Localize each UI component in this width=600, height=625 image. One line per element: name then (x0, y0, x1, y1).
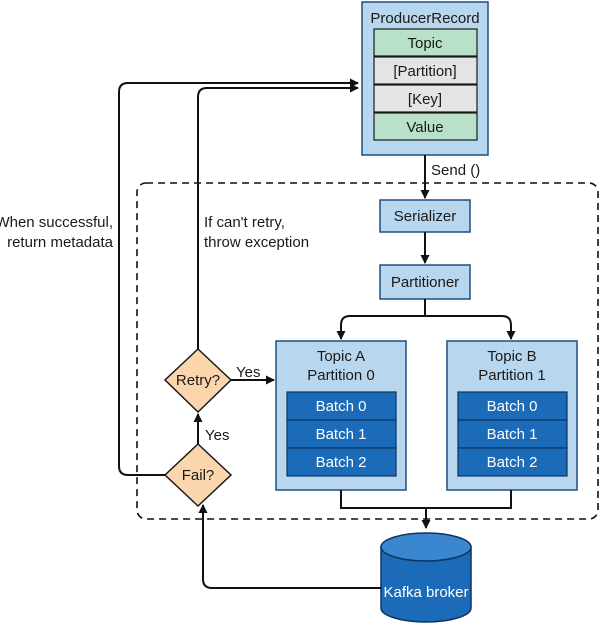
error-note-line1: If can't retry, (204, 214, 285, 231)
send-label: Send () (431, 162, 480, 179)
retry-diamond (163, 347, 233, 414)
field-partition: [Partition] (393, 63, 456, 80)
topic-b-batch-1-box (457, 419, 568, 449)
topic-a-title: Topic A (317, 348, 365, 365)
success-note-line1: When successful, (0, 214, 113, 231)
producer-record-title: ProducerRecord (370, 10, 479, 27)
kafka-broker-label: Kafka broker (383, 584, 468, 601)
topics-merge-line (340, 490, 512, 509)
broker-to-fail-arrow (198, 504, 381, 589)
field-topic: Topic (407, 35, 443, 52)
topic-a-batch-0: Batch 0 (316, 398, 367, 415)
topic-a-partition-0: Topic A Partition 0 Batch 0 Batch 1 Batc… (275, 340, 407, 491)
field-partition-box (373, 56, 478, 85)
success-note-line2: return metadata (7, 234, 114, 251)
partitioner-label: Partitioner (391, 274, 459, 291)
exception-arrow (197, 83, 359, 349)
serializer-box (379, 199, 471, 233)
metadata-arrow (118, 78, 359, 476)
serializer-label: Serializer (394, 208, 457, 225)
topic-a-batch-2: Batch 2 (316, 454, 367, 471)
fail-yes-label: Yes (205, 427, 229, 444)
partitioner-to-topic-a-arrow (336, 299, 426, 340)
fail-label: Fail? (182, 467, 215, 484)
topic-a-batch-2-box (286, 447, 397, 477)
topic-a-batch-1: Batch 1 (316, 426, 367, 443)
field-key-box (373, 84, 478, 113)
error-note-line2: throw exception (204, 234, 309, 251)
retry-yes-label: Yes (236, 364, 260, 381)
fail-diamond (163, 442, 233, 508)
field-value-box (373, 112, 478, 141)
topic-b-partition: Partition 1 (478, 367, 546, 384)
field-value: Value (406, 119, 443, 136)
field-topic-box (373, 28, 478, 57)
producer-boundary (136, 182, 599, 520)
topic-b-batch-1: Batch 1 (487, 426, 538, 443)
producer-record: ProducerRecord Topic [Partition] [Key] V… (361, 1, 489, 156)
topic-b-batch-0: Batch 0 (487, 398, 538, 415)
retry-label: Retry? (176, 372, 220, 389)
topic-b-title: Topic B (487, 348, 536, 365)
partitioner-to-topic-b-arrow (425, 315, 516, 340)
topic-b-batch-2: Batch 2 (487, 454, 538, 471)
kafka-broker-cylinder: Kafka broker (380, 532, 472, 623)
field-key: [Key] (408, 91, 442, 108)
topic-b-batch-2-box (457, 447, 568, 477)
topic-a-batch-0-box (286, 391, 397, 421)
topic-a-partition: Partition 0 (307, 367, 375, 384)
topic-b-partition-1: Topic B Partition 1 Batch 0 Batch 1 Batc… (446, 340, 578, 491)
